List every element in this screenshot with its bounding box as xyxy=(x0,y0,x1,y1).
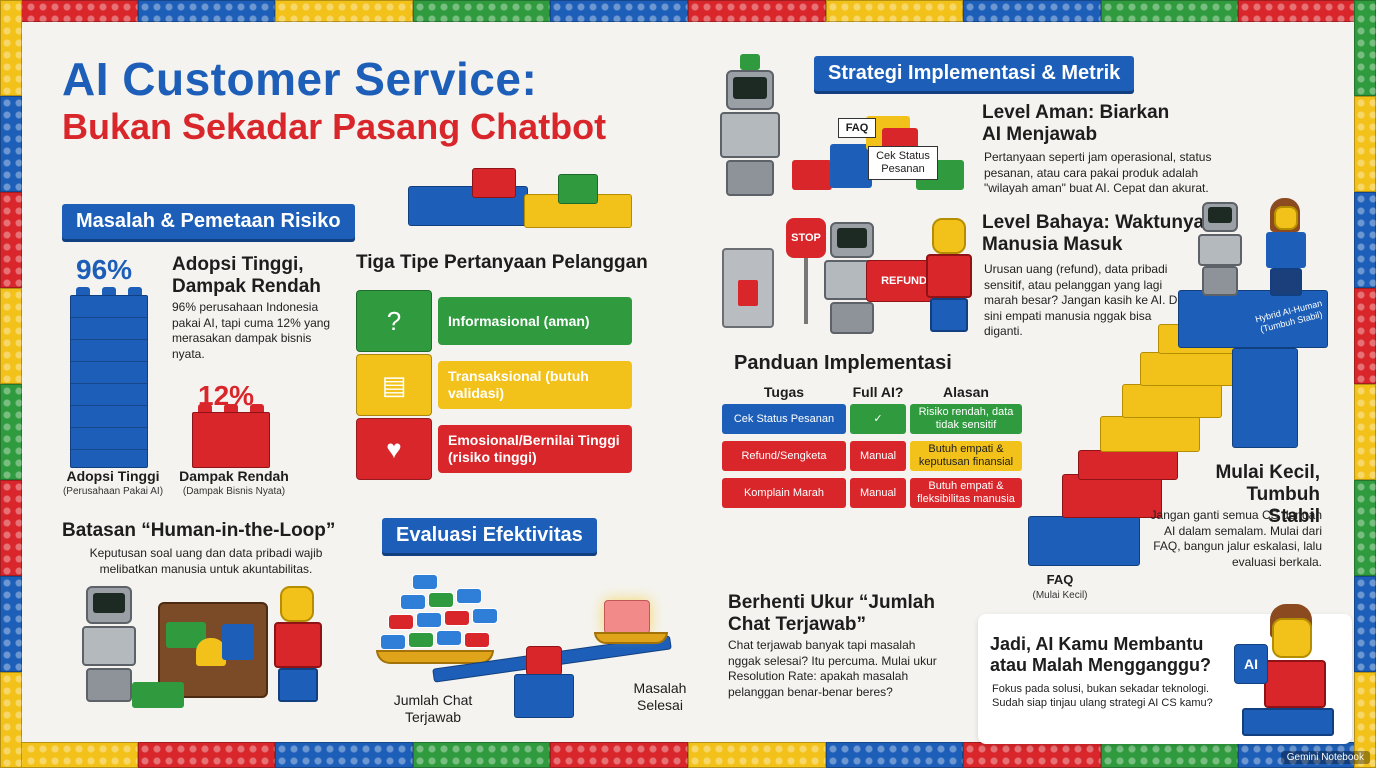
danger-level-body: Urusan uang (refund), data pribadi sensi… xyxy=(984,262,1181,339)
lego-border-bottom xyxy=(0,742,1376,768)
impact-sublabel: (Dampak Bisnis Nyata) xyxy=(182,486,286,497)
guide-reason-cell: Butuh empati & fleksibilitas manusia xyxy=(910,478,1022,508)
growth-base-sublabel: (Mulai Kecil) xyxy=(1032,590,1088,601)
ai-cube: AI xyxy=(1234,644,1268,684)
resolved-label: Masalah Selesai xyxy=(633,680,687,713)
closing-figure: AI xyxy=(1230,604,1340,740)
question-type-label: Transaksional (butuh validasi) xyxy=(438,361,632,409)
adoption-bar xyxy=(70,287,148,468)
stop-sign: STOP xyxy=(786,218,826,258)
guide-col-task: Tugas xyxy=(763,384,805,400)
evaluation-banner: Evaluasi Efektivitas xyxy=(382,518,597,553)
question-type-transactional: ▤Transaksional (butuh validasi) xyxy=(356,354,632,416)
guide-col-reason: Alasan xyxy=(943,384,989,400)
adoption-sublabel: (Perusahaan Pakai AI) xyxy=(62,486,164,497)
guide-reason-cell: Butuh empati & keputusan finansial xyxy=(910,441,1022,471)
question-type-label: Informasional (aman) xyxy=(438,297,632,345)
risk-body: 96% perusahaan Indonesia pakai AI, tapi … xyxy=(172,300,331,361)
guide-reason-cell: Risiko rendah, data tidak sensitif xyxy=(910,404,1022,434)
order-status-tag: Cek Status Pesanan xyxy=(868,146,938,180)
guide-task-cell: Refund/Sengketa xyxy=(722,441,846,471)
question-type-informational: ?Informasional (aman) xyxy=(356,290,632,352)
danger-illustration: STOP REFUND xyxy=(720,212,976,342)
guide-full-ai-cell: Manual xyxy=(850,478,906,508)
guide-task-cell: Komplain Marah xyxy=(722,478,846,508)
safe-level-heading: Level Aman: Biarkan AI Menjawab xyxy=(982,102,1170,145)
growth-figures xyxy=(1196,196,1316,300)
evaluation-body: Chat terjawab banyak tapi masalah nggak … xyxy=(728,638,937,699)
decorative-bricks xyxy=(408,168,632,230)
danger-level-heading: Level Bahaya: Waktunya Manusia Masuk xyxy=(982,212,1205,255)
closing-heading: Jadi, AI Kamu Membantu atau Malah Mengga… xyxy=(990,634,1212,675)
strategy-banner: Strategi Implementasi & Metrik xyxy=(814,56,1135,91)
closing-body: Fokus pada solusi, bukan sekadar teknolo… xyxy=(992,683,1213,710)
risk-banner: Masalah & Pemetaan Risiko xyxy=(62,204,355,239)
lego-border-right xyxy=(1354,0,1376,768)
adoption-stat: 96% xyxy=(76,254,133,285)
answered-chats-label: Jumlah Chat Terjawab xyxy=(393,692,473,725)
adoption-label: Adopsi Tinggi xyxy=(66,468,160,484)
balance-scale xyxy=(372,566,712,726)
question-type-label: Emosional/Bernilai Tinggi (risiko tinggi… xyxy=(438,425,632,473)
check-icon: ✓ xyxy=(850,404,906,434)
guide-col-full-ai: Full AI? xyxy=(852,384,904,400)
hitl-body: Keputusan soal uang dan data pribadi waj… xyxy=(89,546,323,576)
faq-tag: FAQ xyxy=(838,118,876,138)
hitl-heading: Batasan “Human-in-the-Loop” xyxy=(62,520,336,541)
question-icon: ? xyxy=(356,290,432,352)
growth-body: Jangan ganti semua CS dengan AI dalam se… xyxy=(1150,508,1322,569)
question-types-heading: Tiga Tipe Pertanyaan Pelanggan xyxy=(356,252,648,273)
hitl-illustration xyxy=(66,582,336,712)
safe-level-body: Pertanyaan seperti jam operasional, stat… xyxy=(984,150,1212,196)
closing-card: Jadi, AI Kamu Membantu atau Malah Mengga… xyxy=(978,604,1352,744)
risk-heading: Adopsi Tinggi, Dampak Rendah xyxy=(172,254,321,297)
page-subtitle: Bukan Sekadar Pasang Chatbot xyxy=(62,106,607,147)
lego-border-top xyxy=(0,0,1376,22)
guide-heading: Panduan Implementasi xyxy=(734,352,952,374)
growth-base-label: FAQ xyxy=(1046,572,1074,587)
growth-staircase: Hybrid AI-Human (Tumbuh Stabil) xyxy=(1026,280,1346,576)
safe-illustration: FAQ Cek Status Pesanan xyxy=(716,52,972,202)
question-type-emotional: ♥Emosional/Bernilai Tinggi (risiko tingg… xyxy=(356,418,632,480)
heart-icon: ♥ xyxy=(356,418,432,480)
lego-border-left xyxy=(0,0,22,768)
watermark: Gemini Notebook xyxy=(1280,751,1370,764)
page-title: AI Customer Service: xyxy=(62,53,538,105)
guide-full-ai-cell: Manual xyxy=(850,441,906,471)
impact-label: Dampak Rendah xyxy=(179,468,289,484)
document-icon: ▤ xyxy=(356,354,432,416)
guide-task-cell: Cek Status Pesanan xyxy=(722,404,846,434)
evaluation-heading: Berhenti Ukur “Jumlah Chat Terjawab” xyxy=(728,592,935,635)
impact-bar xyxy=(192,403,270,468)
growth-heading: Mulai Kecil, Tumbuh Stabil xyxy=(1215,462,1320,527)
